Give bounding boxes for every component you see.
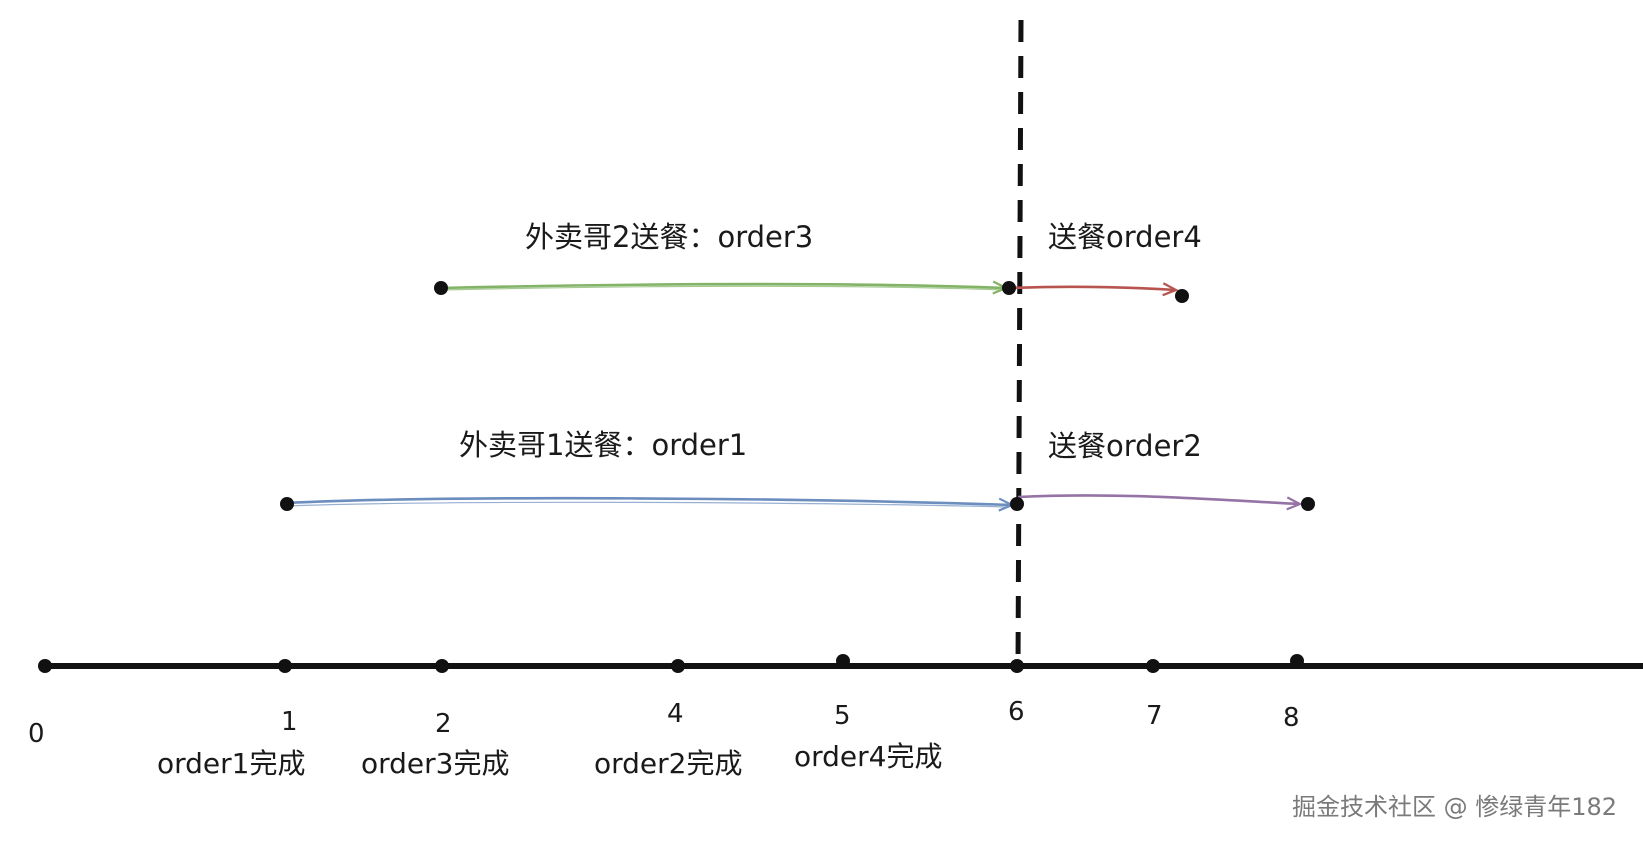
segment-label-order1: 外卖哥1送餐：order1: [459, 428, 747, 462]
axis-point-1: [278, 659, 292, 673]
segment-end-order2: [1301, 497, 1315, 511]
segment-arrow-order1: [286, 496, 1012, 505]
lane-courier-2: 外卖哥2送餐：order3 送餐order4: [434, 220, 1202, 303]
tick-label-4: 4: [667, 699, 684, 729]
axis-point-4: [671, 659, 685, 673]
event-label-order4: order4完成: [794, 740, 942, 773]
axis-point-7: [1146, 659, 1160, 673]
segment-start-order1: [280, 497, 294, 511]
time-divider: [1015, 19, 1024, 669]
axis-point-5: [836, 654, 850, 668]
event-label-order3: order3完成: [361, 747, 509, 780]
segment-arrow-order4: [1009, 287, 1176, 290]
segment-label-order4: 送餐order4: [1048, 220, 1202, 254]
event-labels: order1完成 order3完成 order2完成 order4完成: [157, 740, 942, 780]
tick-label-6: 6: [1008, 697, 1025, 727]
segment-arrow-order2: [1017, 494, 1300, 504]
segment-start-order3: [434, 281, 448, 295]
tick-label-0: 0: [28, 719, 45, 749]
tick-label-7: 7: [1146, 701, 1163, 731]
axis-points: [38, 654, 1304, 673]
axis-point-6: [1010, 659, 1024, 673]
segment-start-order4: [1002, 281, 1016, 295]
event-label-order2: order2完成: [594, 747, 742, 780]
tick-label-8: 8: [1283, 703, 1300, 733]
axis-point-8: [1290, 654, 1304, 668]
axis-point-2: [435, 659, 449, 673]
watermark: 掘金技术社区 @ 惨绿青年182: [1292, 793, 1617, 821]
tick-label-5: 5: [834, 701, 851, 731]
segment-arrow-order3: [440, 284, 1006, 288]
segment-end-order4: [1175, 289, 1189, 303]
tick-label-2: 2: [435, 709, 452, 739]
segment-label-order3: 外卖哥2送餐：order3: [525, 220, 813, 254]
lane-courier-1: 外卖哥1送餐：order1 送餐order2: [280, 428, 1315, 511]
tick-label-1: 1: [281, 707, 298, 737]
event-label-order1: order1完成: [157, 747, 305, 780]
tick-labels: 0 1 2 4 5 6 7 8: [28, 697, 1300, 749]
axis-point-0: [38, 659, 52, 673]
segment-start-order2: [1010, 497, 1024, 511]
segment-label-order2: 送餐order2: [1048, 429, 1202, 463]
